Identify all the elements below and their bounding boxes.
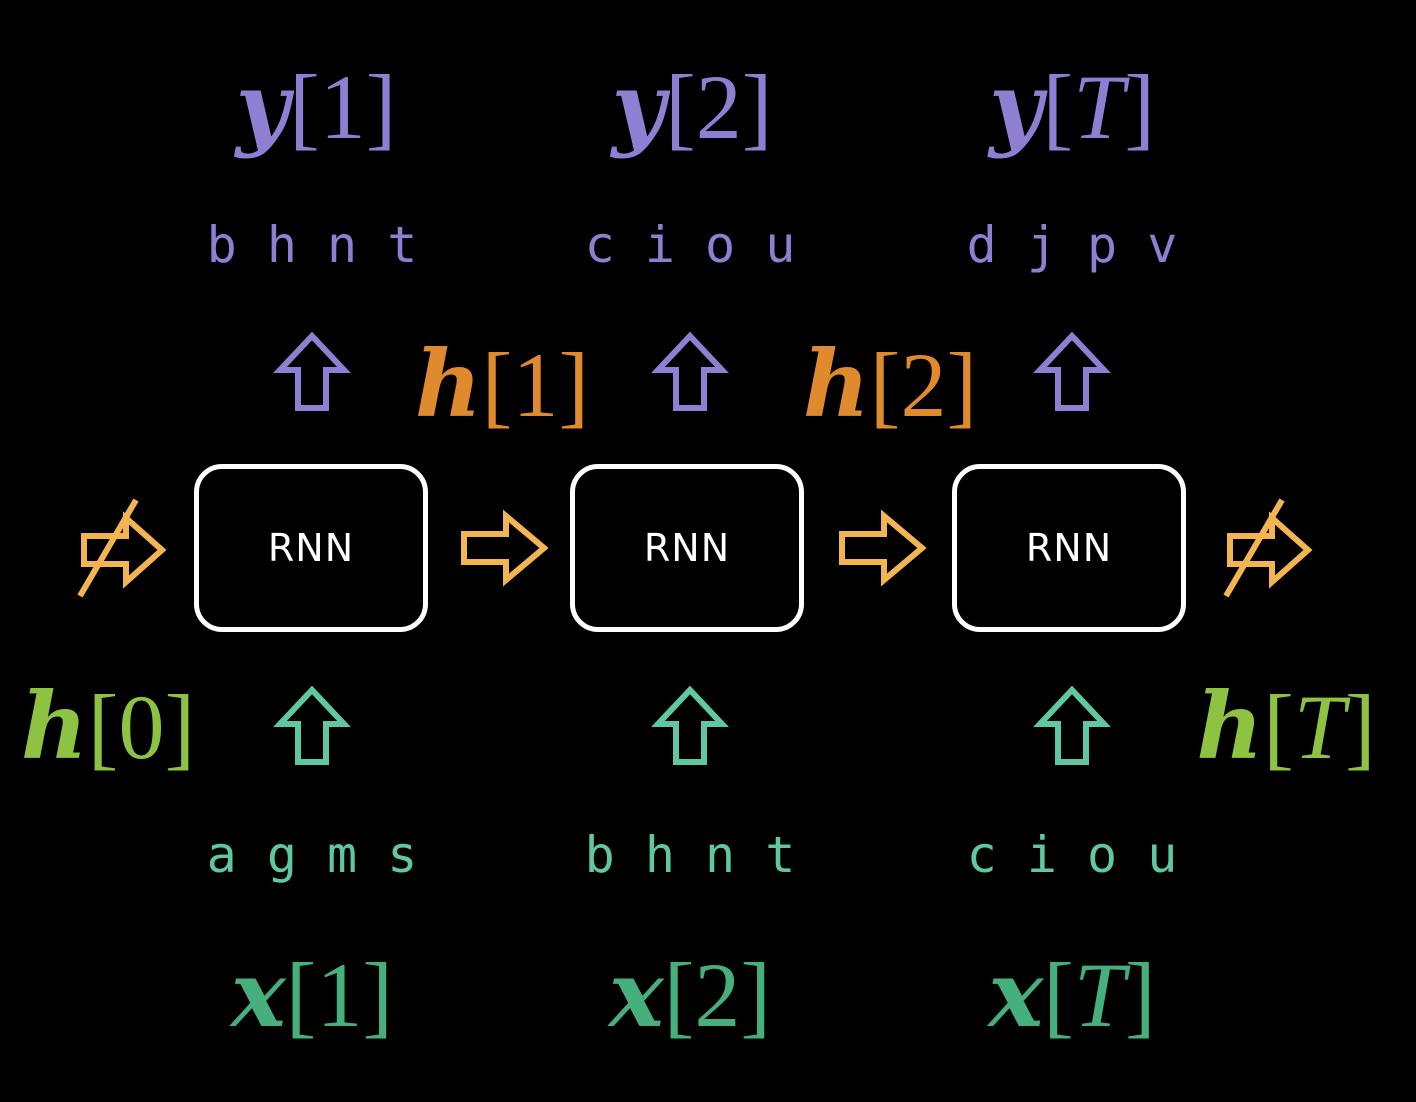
hidden-label-1: h[1] xyxy=(414,330,590,438)
rnn-cell-1: RNN xyxy=(194,464,428,632)
rnn-cell-3: RNN xyxy=(952,464,1186,632)
final-hidden-index: T xyxy=(1293,676,1346,778)
rnn-cell-label: RNN xyxy=(267,526,355,570)
hidden-label-2: h[2] xyxy=(802,330,978,438)
up-arrow-icon xyxy=(651,685,729,765)
rnn-cell-label: RNN xyxy=(643,526,731,570)
hidden-var: h xyxy=(414,330,482,438)
crossed-out-right-arrow-icon xyxy=(77,498,167,598)
rnn-cell-label: RNN xyxy=(1025,526,1113,570)
output-var: y xyxy=(989,52,1043,160)
up-arrow-icon xyxy=(651,331,729,411)
input-var: x xyxy=(608,940,664,1048)
hidden-var: h xyxy=(802,330,870,438)
input-chars-1: a g m s xyxy=(206,826,418,884)
final-hidden-label: h[T] xyxy=(1196,672,1376,780)
output-chars-3: d j p v xyxy=(966,216,1178,274)
input-label-2: x[2] xyxy=(608,940,772,1048)
up-arrow-icon xyxy=(1033,685,1111,765)
crossed-out-right-arrow-icon xyxy=(1223,498,1313,598)
input-chars-3: c i o u xyxy=(966,826,1178,884)
output-chars-1: b h n t xyxy=(206,216,418,274)
initial-hidden-index: 0 xyxy=(118,676,165,778)
output-label-T: y[T] xyxy=(989,52,1155,160)
input-var: x xyxy=(988,940,1044,1048)
output-index: 2 xyxy=(695,56,742,158)
up-arrow-icon xyxy=(273,685,351,765)
output-chars-2: c i o u xyxy=(584,216,796,274)
right-arrow-icon xyxy=(461,509,549,587)
initial-hidden-var: h xyxy=(20,672,88,780)
input-index: 1 xyxy=(316,944,363,1046)
output-label-1: y[1] xyxy=(235,52,397,160)
rnn-cell-2: RNN xyxy=(570,464,804,632)
right-arrow-icon xyxy=(839,509,927,587)
input-label-1: x[1] xyxy=(230,940,394,1048)
up-arrow-icon xyxy=(1033,331,1111,411)
input-var: x xyxy=(230,940,286,1048)
initial-hidden-label: h[0] xyxy=(20,672,196,780)
final-hidden-var: h xyxy=(1196,672,1264,780)
hidden-index: 2 xyxy=(900,334,947,436)
input-index: T xyxy=(1073,944,1126,1046)
output-var: y xyxy=(235,52,290,160)
input-label-T: x[T] xyxy=(988,940,1156,1048)
input-index: 2 xyxy=(694,944,741,1046)
output-label-2: y[2] xyxy=(611,52,773,160)
output-var: y xyxy=(611,52,666,160)
output-index: T xyxy=(1073,56,1125,158)
hidden-index: 1 xyxy=(512,334,559,436)
output-index: 1 xyxy=(319,56,366,158)
up-arrow-icon xyxy=(273,331,351,411)
input-chars-2: b h n t xyxy=(584,826,796,884)
